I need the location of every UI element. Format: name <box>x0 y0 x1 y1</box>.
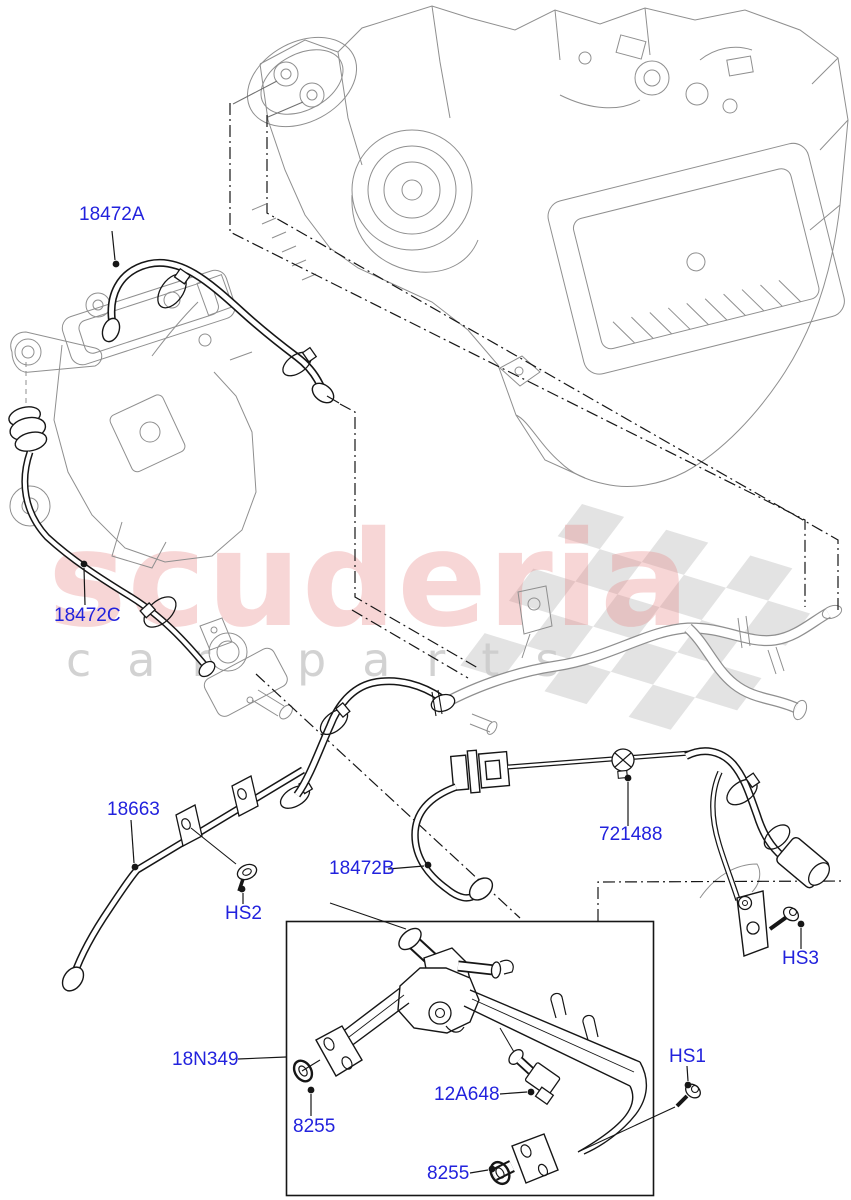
seal-8255-lower <box>489 1160 511 1186</box>
projection-line-to-inset <box>329 902 407 930</box>
pipe-18663 <box>61 677 456 992</box>
leader-lines <box>80 230 805 1174</box>
hose-18472c <box>8 406 216 678</box>
part-label-18n349[interactable]: 18N349 <box>172 1049 239 1070</box>
crossover-pipe-18n349 <box>301 927 647 1184</box>
hose-18472a <box>101 258 340 404</box>
construction-lines <box>229 103 846 921</box>
part-label-8255-upper[interactable]: 8255 <box>293 1116 336 1137</box>
detail-box <box>285 920 655 1197</box>
part-label-18663[interactable]: 18663 <box>107 799 160 820</box>
hose-assembly-721488 <box>507 747 831 957</box>
part-label-18472a[interactable]: 18472A <box>79 204 145 225</box>
bolt-hs1 <box>579 1083 701 1152</box>
part-label-hs2[interactable]: HS2 <box>225 903 262 924</box>
sensor-12a648 <box>508 1049 561 1106</box>
seal-8255-upper <box>292 1059 314 1083</box>
watermark-tagline-text: car parts <box>66 633 595 687</box>
part-label-8255-lower[interactable]: 8255 <box>427 1163 470 1184</box>
part-label-18472c[interactable]: 18472C <box>54 605 121 626</box>
hvac-unit-ghost <box>232 5 849 488</box>
screw-hs2 <box>236 863 258 892</box>
part-label-721488[interactable]: 721488 <box>599 824 663 845</box>
installed-hoses-ghost <box>433 585 843 899</box>
water-valve-ghost <box>199 617 498 735</box>
part-label-hs1[interactable]: HS1 <box>669 1046 706 1067</box>
watermark-brand-text: scuderia <box>48 503 690 657</box>
hose-18472b <box>411 749 511 902</box>
part-label-18472b[interactable]: 18472B <box>329 858 395 879</box>
bolt-hs3 <box>768 906 800 931</box>
part-label-hs3[interactable]: HS3 <box>782 948 819 969</box>
part-label-12a648[interactable]: 12A648 <box>434 1084 500 1105</box>
